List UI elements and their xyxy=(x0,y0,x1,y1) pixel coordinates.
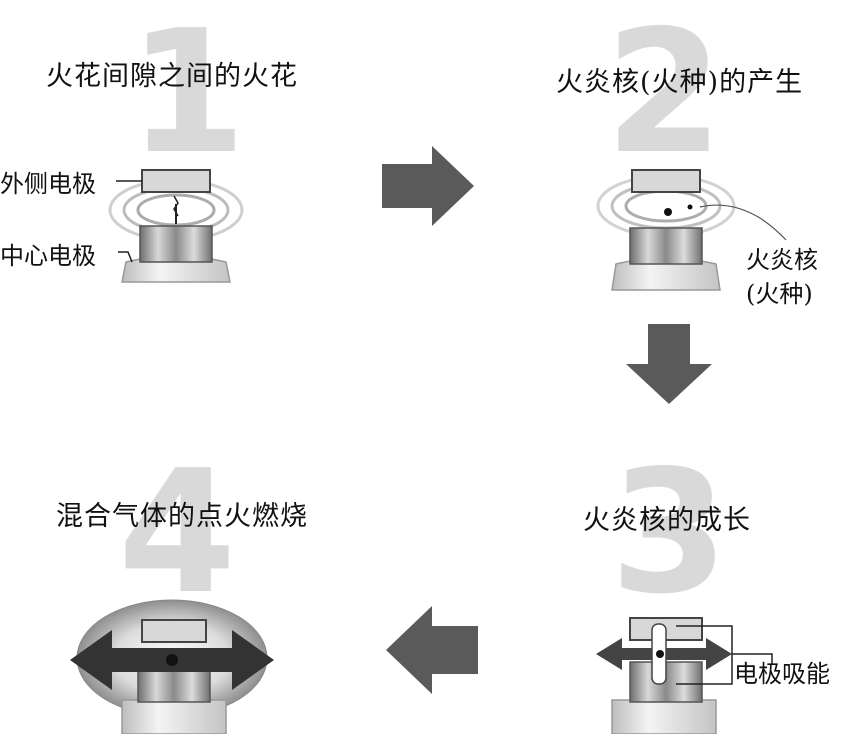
center-electrode-label: 中心电极 xyxy=(0,242,96,270)
step-3-title: 火炎核的成长 xyxy=(583,505,751,536)
step-4-number: 4 xyxy=(118,434,237,632)
step-4-spark-plug xyxy=(70,599,274,734)
arrow-left-icon xyxy=(386,606,478,694)
step-1-number: 1 xyxy=(128,0,247,192)
step-3-number: 3 xyxy=(610,434,729,632)
step-4-title: 混合气体的点火燃烧 xyxy=(56,501,308,532)
arrow-right-icon xyxy=(382,146,474,226)
step-2-number: 2 xyxy=(605,0,724,192)
electrode-absorb-label: 电极吸能 xyxy=(734,660,830,688)
step-3-spark-plug xyxy=(596,617,773,734)
outer-electrode-label: 外侧电极 xyxy=(0,170,96,198)
arrow-down-icon xyxy=(626,324,712,404)
step-2-spark-plug xyxy=(596,169,787,291)
flame-kernel-label: 火炎核 xyxy=(746,246,818,274)
step-1-spark-plug xyxy=(108,169,244,283)
step-1-title: 火花间隙之间的火花 xyxy=(46,61,298,92)
step-2-title: 火炎核(火种)的产生 xyxy=(556,67,804,98)
flame-kernel-sub-label: (火种) xyxy=(746,280,813,308)
